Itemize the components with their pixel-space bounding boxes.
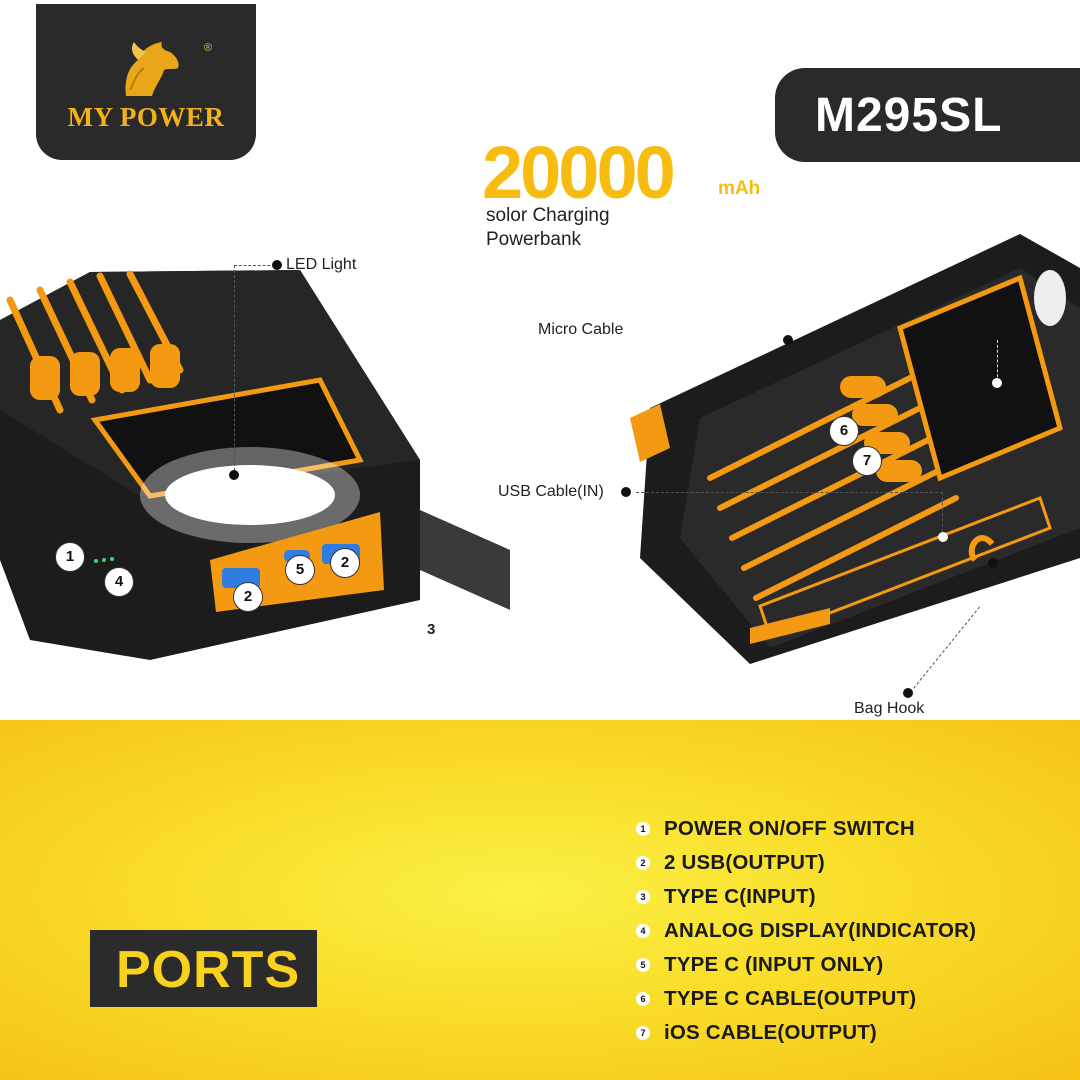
capacity-value: 20000	[482, 131, 676, 214]
port-3-label: 3	[427, 621, 436, 638]
bag-hook-point	[988, 558, 998, 568]
badge-type-c-input: 5	[285, 555, 315, 585]
list-item-text: iOS CABLE(OUTPUT)	[664, 1021, 877, 1044]
brand-name: MY POWER	[67, 102, 225, 132]
micro-cable-dot	[783, 335, 793, 345]
badge-usb-output-right: 2	[330, 548, 360, 578]
list-item-number: 2	[636, 856, 650, 870]
registered-mark: ®	[204, 42, 213, 54]
list-item: 2 2 USB(OUTPUT)	[636, 846, 976, 880]
list-item-text: TYPE C(INPUT)	[664, 885, 816, 908]
list-item: 3 TYPE C(INPUT)	[636, 880, 976, 914]
list-item-number: 3	[636, 890, 650, 904]
powerbank-right-image	[630, 234, 1080, 664]
bag-hook-dot	[903, 688, 913, 698]
micro-cable-label: Micro Cable	[538, 321, 624, 338]
ports-panel	[0, 720, 1080, 1080]
bag-hook-label: Bag Hook	[854, 700, 925, 717]
usb-cable-in-point	[938, 532, 948, 542]
usb-cable-in-dot	[621, 487, 631, 497]
list-item-number: 4	[636, 924, 650, 938]
horse-head-icon	[125, 42, 179, 96]
capacity-unit: mAh	[718, 178, 761, 199]
brand-logo: ® MY POWER	[36, 4, 256, 160]
ports-title-box: PORTS	[90, 930, 317, 1007]
model-number: M295SL	[815, 89, 1003, 142]
led-light-label: LED Light	[286, 256, 357, 273]
usb-cable-in-leader	[636, 492, 943, 537]
list-item-number: 6	[636, 992, 650, 1006]
badge-ios-cable: 7	[852, 446, 882, 476]
product-subtitle: solor Charging Powerbank	[486, 204, 610, 252]
list-item: 6 TYPE C CABLE(OUTPUT)	[636, 982, 976, 1016]
list-item: 1 POWER ON/OFF SWITCH	[636, 812, 976, 846]
list-item-text: POWER ON/OFF SWITCH	[664, 817, 915, 840]
micro-cable-leader	[997, 340, 998, 382]
list-item: 7 iOS CABLE(OUTPUT)	[636, 1016, 976, 1050]
usb-cable-in-label: USB Cable(IN)	[498, 483, 604, 500]
badge-power-switch: 1	[55, 542, 85, 572]
badge-indicator: 4	[104, 567, 134, 597]
led-light-leader	[234, 265, 275, 471]
list-item: 4 ANALOG DISPLAY(INDICATOR)	[636, 914, 976, 948]
led-light-dot	[272, 260, 282, 270]
list-item-text: ANALOG DISPLAY(INDICATOR)	[664, 919, 977, 942]
badge-usb-output-left: 2	[233, 582, 263, 612]
ports-title: PORTS	[116, 941, 301, 999]
list-item-number: 1	[636, 822, 650, 836]
list-item-text: TYPE C CABLE(OUTPUT)	[664, 987, 917, 1010]
list-item-text: TYPE C (INPUT ONLY)	[664, 953, 884, 976]
list-item: 5 TYPE C (INPUT ONLY)	[636, 948, 976, 982]
subtitle-line-1: solor Charging	[486, 205, 610, 226]
led-light-point	[229, 470, 239, 480]
subtitle-line-2: Powerbank	[486, 229, 582, 250]
list-item-number: 7	[636, 1026, 650, 1040]
badge-type-c-cable: 6	[829, 416, 859, 446]
list-item-number: 5	[636, 958, 650, 972]
model-badge: M295SL	[775, 68, 1080, 162]
micro-cable-point	[992, 378, 1002, 388]
list-item-text: 2 USB(OUTPUT)	[664, 851, 825, 874]
